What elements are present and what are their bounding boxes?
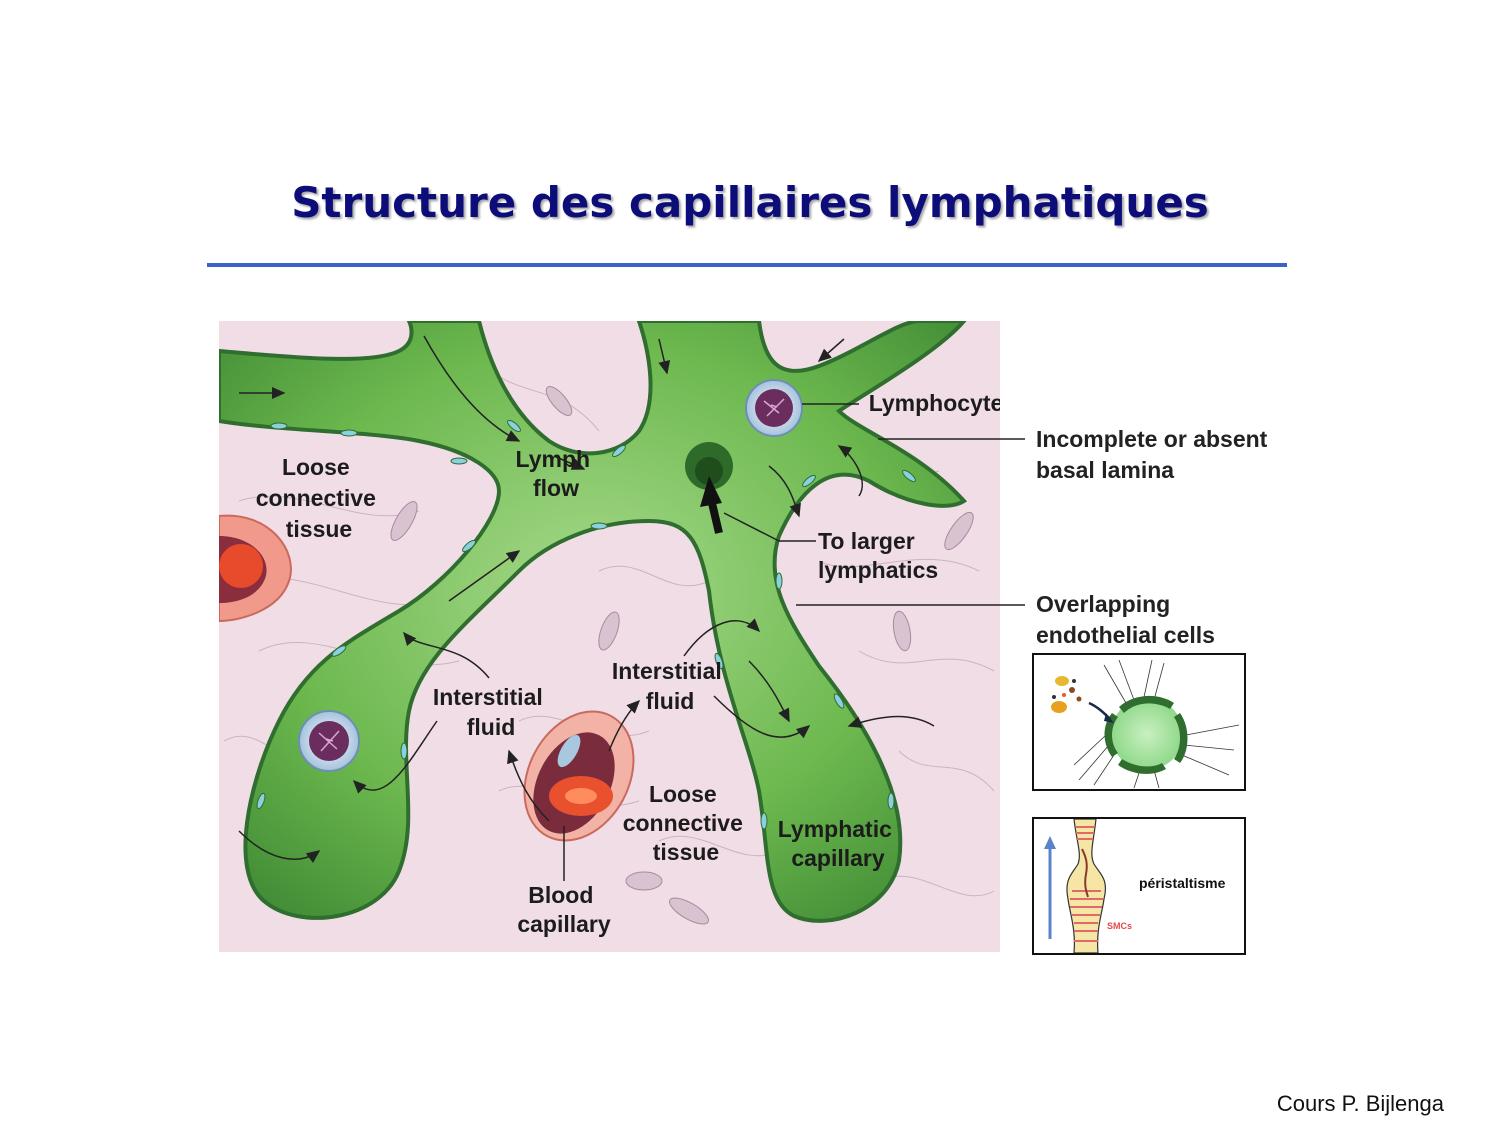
label-blood-capillary: Blood capillary: [517, 882, 611, 937]
lymph-vessel-segment: [1066, 819, 1106, 953]
label-basal-lamina: Incomplete or absent basal lamina: [1036, 424, 1267, 486]
flow-arrows: [238, 335, 935, 863]
label-lymph-flow: Lymph flow: [516, 446, 597, 501]
leader-lines: [563, 403, 859, 881]
label-lymphocyte: Lymphocyte: [869, 390, 1000, 416]
anchoring-filaments: [1073, 659, 1240, 789]
smcs-label: SMCs: [1107, 921, 1133, 931]
label-interstitial-fluid-right: Interstitial fluid: [612, 658, 728, 714]
label-basal-lamina-line1: Incomplete or absent: [1036, 426, 1268, 452]
course-credit: Cours P. Bijlenga: [1276, 1091, 1444, 1116]
to-larger-lymphatics-arrow: [708, 502, 723, 534]
blood-capillary-left: [219, 514, 292, 623]
blood-capillary-center: [523, 710, 635, 842]
label-overlapping-line1: Overlapping: [1036, 591, 1171, 617]
label-basal-lamina-line2: basal lamina: [1036, 457, 1175, 483]
lymphatic-capillary-illustration: Loose connective tissue Lymph flow Lymph…: [219, 321, 1000, 952]
label-to-larger-lymphatics: To larger lymphatics: [818, 528, 938, 583]
lymphocyte-cell-left: [298, 710, 360, 772]
slide-title: Structure des capillaires lymphatiques: [291, 178, 1209, 227]
label-overlapping-line2: endothelial cells: [1036, 622, 1215, 648]
inset-cross-section: [1032, 653, 1246, 791]
endothelial-cell-flaps: [1104, 695, 1188, 774]
lymphatic-capillary-network: [219, 321, 968, 923]
inset-peristalsis: péristaltisme SMCs: [1032, 817, 1246, 955]
label-interstitial-fluid-left: Interstitial fluid: [433, 684, 549, 740]
lymphocyte-cell-top: [745, 379, 803, 437]
label-loose-connective-tissue-center: Loose connective tissue: [623, 781, 750, 865]
title-underline: [207, 263, 1287, 267]
interstitial-particles: [1051, 676, 1082, 713]
label-overlapping-endothelial: Overlapping endothelial cells: [1036, 589, 1215, 651]
label-lymphatic-capillary: Lymphatic capillary: [778, 816, 899, 871]
label-loose-connective-tissue-left: Loose connective tissue: [256, 454, 383, 542]
peristalsis-label: péristaltisme: [1139, 875, 1226, 891]
